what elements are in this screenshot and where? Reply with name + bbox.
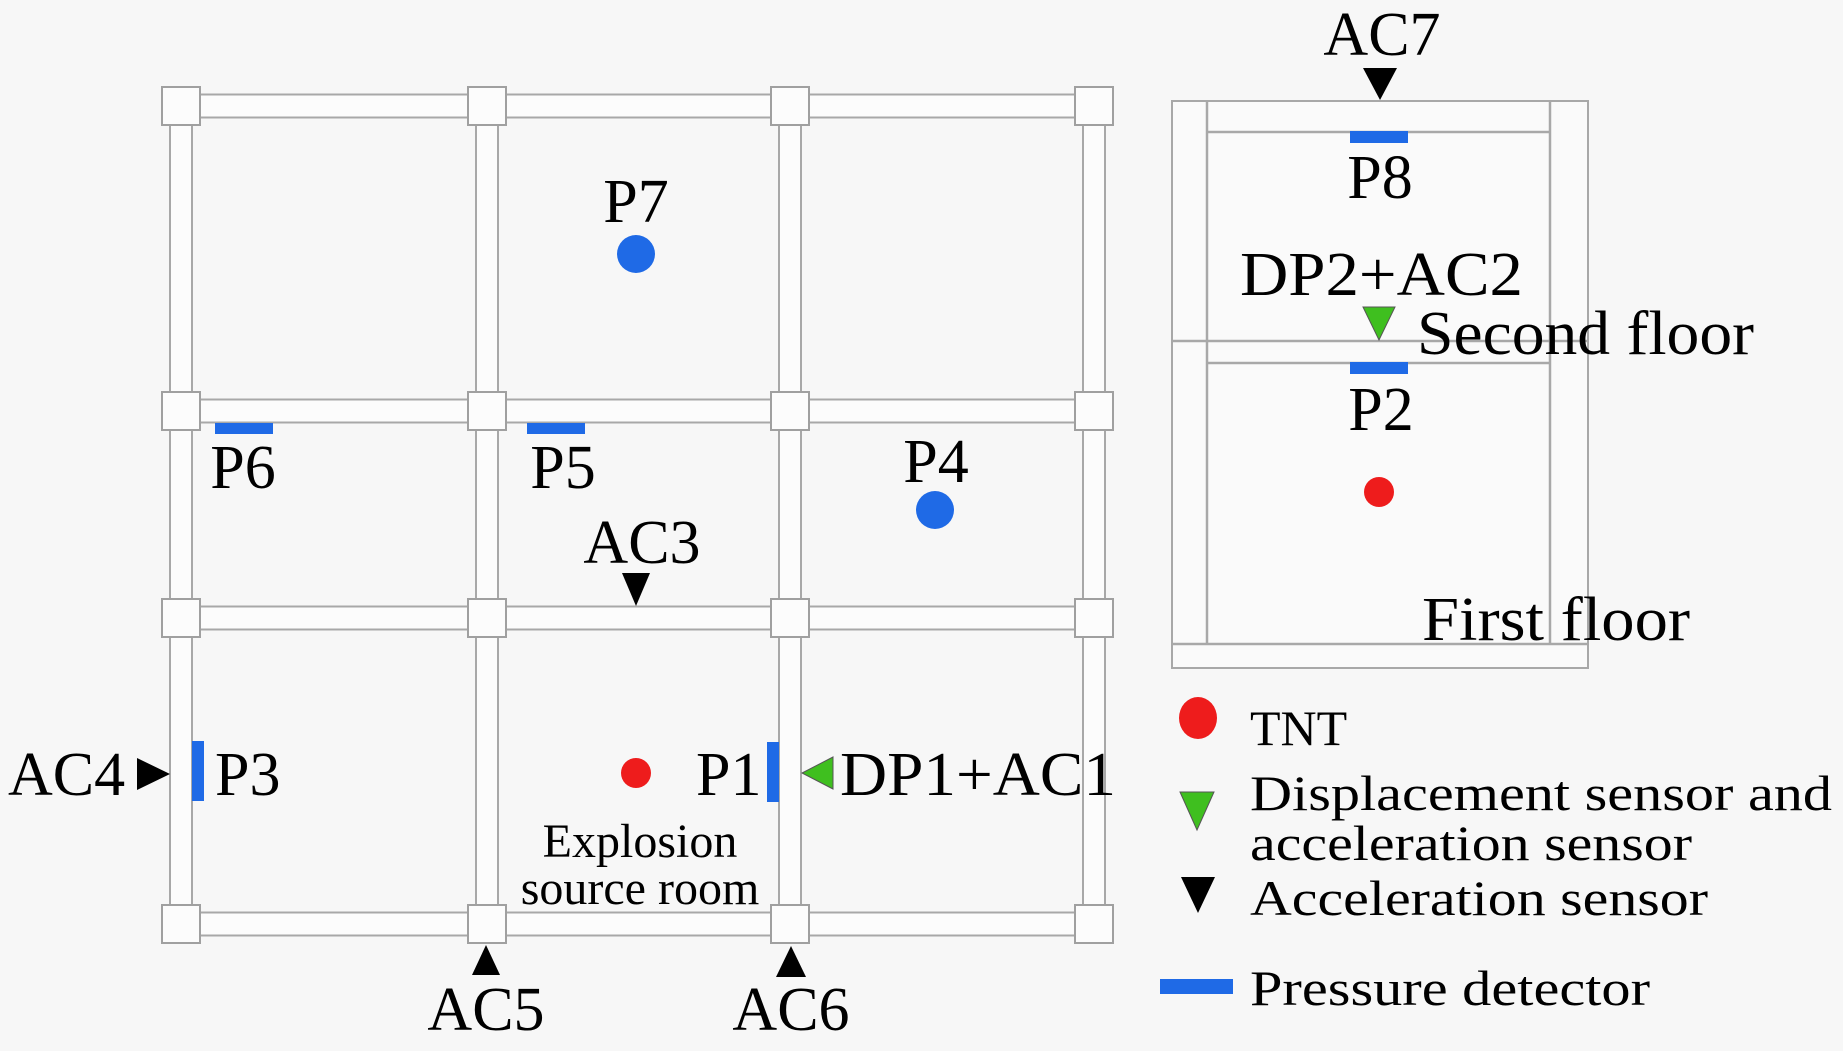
legend-label-acceleration: Acceleration sensor xyxy=(1250,870,1708,926)
label-p8: P8 xyxy=(1347,144,1412,212)
acc-sensor-ac7-icon xyxy=(1363,68,1397,100)
label-first-floor: First floor xyxy=(1422,586,1690,654)
pressure-bar-p3-icon xyxy=(192,741,204,801)
pressure-bar-p1-icon xyxy=(767,742,779,802)
disp-acc-sensor-dp2-icon xyxy=(1362,306,1396,342)
label-second-floor: Second floor xyxy=(1417,300,1754,368)
pressure-bar-p2-icon xyxy=(1350,362,1408,374)
plan-beam-2 xyxy=(180,398,1095,424)
legend-label-disp-line2: acceleration sensor xyxy=(1250,815,1692,871)
plan-joint-r4c1 xyxy=(161,904,201,944)
label-dp1-ac1: DP1+AC1 xyxy=(840,741,1116,809)
label-p4: P4 xyxy=(903,428,968,496)
plan-joint-r1c2 xyxy=(467,86,507,126)
plan-joint-r2c1 xyxy=(161,391,201,431)
pressure-bar-p8-icon xyxy=(1350,131,1408,143)
elevation-outer-wall xyxy=(1171,100,1589,669)
room-label-line1: Explosion xyxy=(543,815,738,868)
disp-acc-sensor-dp1-icon xyxy=(800,756,834,790)
plan-joint-r3c4 xyxy=(1074,598,1114,638)
plan-joint-r2c3 xyxy=(770,391,810,431)
label-ac5: AC5 xyxy=(427,976,544,1044)
acc-sensor-ac3-icon xyxy=(622,573,650,606)
plan-joint-r2c4 xyxy=(1074,391,1114,431)
pressure-point-p4-icon xyxy=(916,491,954,529)
label-dp2-ac2: DP2+AC2 xyxy=(1240,241,1523,309)
label-ac7: AC7 xyxy=(1323,1,1440,69)
acc-sensor-ac5-icon xyxy=(472,945,500,975)
label-p5: P5 xyxy=(530,434,595,502)
plan-beam-1 xyxy=(180,93,1095,119)
label-p7: P7 xyxy=(603,168,668,236)
room-label-line2: source room xyxy=(521,862,760,915)
legend-label-disp-line1: Displacement sensor and xyxy=(1250,765,1832,821)
label-ac4: AC4 xyxy=(8,741,125,809)
plan-joint-r4c4 xyxy=(1074,904,1114,944)
label-p2: P2 xyxy=(1348,376,1413,444)
green-triangle-icon xyxy=(1179,791,1215,832)
plan-column-2 xyxy=(475,105,499,925)
plan-column-1 xyxy=(169,105,193,925)
plan-column-3 xyxy=(778,105,802,925)
label-ac3: AC3 xyxy=(583,509,700,577)
legend-item-acceleration: Acceleration sensor xyxy=(1181,870,1708,926)
plan-joint-r4c2 xyxy=(467,904,507,944)
legend-item-displacement-acceleration: Displacement sensor and acceleration sen… xyxy=(1179,765,1832,871)
label-p1: P1 xyxy=(696,741,761,809)
pressure-point-p7-icon xyxy=(617,235,655,273)
plan-joint-r2c2 xyxy=(467,391,507,431)
plan-joint-r3c2 xyxy=(467,598,507,638)
plan-beam-4 xyxy=(180,911,1095,937)
plan-joint-r1c4 xyxy=(1074,86,1114,126)
red-circle-icon xyxy=(1179,697,1217,739)
plan-joint-r4c3 xyxy=(770,904,810,944)
label-p3: P3 xyxy=(215,741,280,809)
label-p6: P6 xyxy=(210,434,275,502)
legend-label-pressure: Pressure detector xyxy=(1250,960,1650,1016)
legend: TNT Displacement sensor and acceleration… xyxy=(1160,697,1832,1016)
plan-joint-r1c1 xyxy=(161,86,201,126)
pressure-bar-p6-icon xyxy=(215,423,273,434)
legend-label-tnt: TNT xyxy=(1250,700,1347,756)
plan-sensors: P7 P6 P5 P4 AC3 AC4 P3 P1 DP1+AC1 Explos… xyxy=(8,168,1116,1044)
legend-item-pressure: Pressure detector xyxy=(1160,960,1650,1016)
label-ac6: AC6 xyxy=(732,976,849,1044)
plan-joint-r3c3 xyxy=(770,598,810,638)
pressure-bar-p5-icon xyxy=(527,423,585,434)
blue-bar-icon xyxy=(1160,979,1233,994)
plan-joint-r1c3 xyxy=(770,86,810,126)
tnt-charge-elevation-icon xyxy=(1364,477,1394,507)
elevation-sensors: AC7 P8 DP2+AC2 Second floor P2 First flo… xyxy=(1240,1,1754,654)
plan-joint-r3c1 xyxy=(161,598,201,638)
legend-item-tnt: TNT xyxy=(1179,697,1347,756)
acc-sensor-ac6-icon xyxy=(776,946,806,977)
acc-sensor-ac4-icon xyxy=(137,758,170,790)
plan-view-frame xyxy=(161,86,1114,944)
tnt-charge-plan-icon xyxy=(621,758,651,788)
black-triangle-icon xyxy=(1181,877,1215,913)
plan-beam-3 xyxy=(180,605,1095,631)
